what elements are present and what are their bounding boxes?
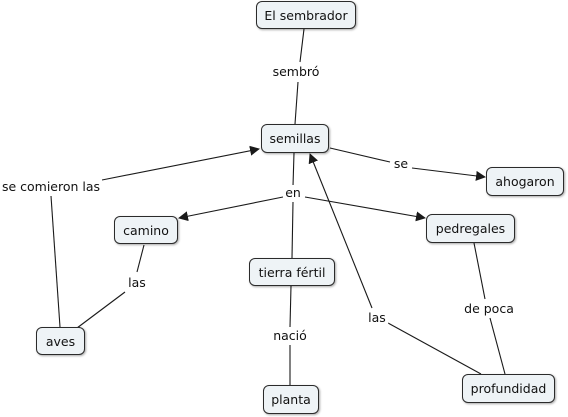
link-en-pedregales	[304, 196, 426, 222]
link-label-las-aves: las	[126, 275, 148, 291]
link-label-se-comieron-las: se comieron las	[0, 179, 103, 195]
link-en-camino	[178, 196, 284, 222]
link-sembro-semillas	[294, 81, 299, 125]
concept-ahogaron[interactable]: ahogaron	[486, 167, 564, 196]
link-aves-las	[76, 291, 126, 329]
link-semillas-en	[292, 152, 295, 187]
link-pedregales-depoca	[473, 242, 486, 300]
link-semillas-se	[329, 147, 391, 163]
concept-tierra-fertil[interactable]: tierra fértil	[249, 258, 335, 286]
concept-semillas[interactable]: semillas	[261, 124, 329, 153]
link-profundidad-las	[387, 322, 482, 375]
concept-aves[interactable]: aves	[36, 327, 85, 355]
concept-camino[interactable]: camino	[114, 216, 178, 244]
link-label-sembro: sembró	[270, 64, 322, 80]
concept-profundidad[interactable]: profundidad	[462, 374, 555, 403]
link-las-camino	[136, 244, 145, 273]
concept-planta[interactable]: planta	[263, 385, 319, 414]
link-depoca-profundidad	[489, 317, 506, 375]
concept-el-sembrador[interactable]: El sembrador	[256, 1, 356, 29]
concept-pedregales[interactable]: pedregales	[426, 214, 515, 243]
link-en-tierra	[291, 201, 294, 259]
link-se-ahogaron	[411, 167, 486, 181]
link-label-las-profundidad: las	[366, 310, 388, 326]
link-sembrador-sembro	[299, 28, 305, 63]
link-secomieron-semillas	[101, 145, 260, 181]
link-label-en: en	[283, 185, 303, 201]
link-label-se: se	[391, 156, 411, 172]
link-aves-secomieron	[50, 195, 61, 328]
link-las-semillas	[308, 153, 373, 309]
link-tierra-nacio	[289, 285, 292, 328]
link-label-nacio: nació	[271, 328, 309, 344]
link-label-de-poca: de poca	[462, 301, 516, 317]
